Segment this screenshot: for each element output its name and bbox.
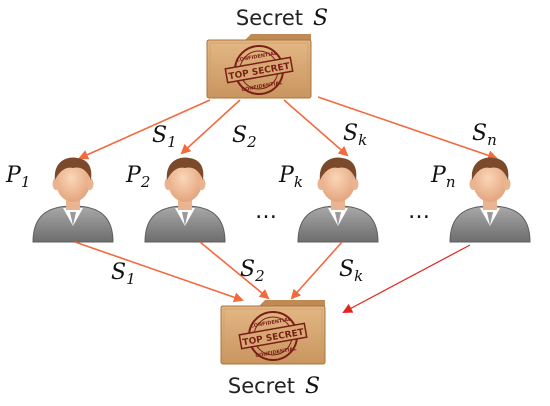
share-label-bottom-2: S2 — [240, 257, 265, 285]
arrow-to-pn — [317, 96, 498, 161]
share-label-bottom-k: Sk — [339, 257, 363, 285]
share-label-top-k: Sk — [343, 121, 367, 149]
share-label-top-1: S1 — [152, 123, 177, 151]
arrow-to-p1 — [78, 99, 211, 160]
reconstruction-arrows — [74, 241, 471, 313]
share-label-bottom-1: S1 — [111, 260, 136, 288]
party-label-n: Pn — [430, 163, 455, 191]
arrow-to-p2 — [180, 99, 241, 155]
reconstructed-secret-folder-icon: TOP SECRET CONFIDENTIAL CONFIDENTIAL — [220, 299, 326, 365]
arrow-from-p1 — [74, 241, 244, 303]
share-label-top-2: S2 — [232, 123, 257, 151]
party-label-2: P2 — [125, 163, 150, 191]
person-icon — [449, 157, 531, 243]
arrow-to-pk — [283, 99, 349, 157]
top-secret-label: Secret S — [236, 6, 328, 31]
arrow-from-p2 — [199, 241, 270, 300]
ellipsis-left: … — [255, 199, 277, 224]
person-icon — [144, 157, 226, 243]
party-label-1: P1 — [5, 163, 30, 191]
share-label-top-n: Sn — [472, 121, 497, 149]
person-icon — [32, 157, 114, 243]
distribution-arrows — [78, 96, 498, 161]
arrow-from-pn — [342, 244, 471, 313]
party-label-k: Pk — [278, 163, 303, 191]
bottom-secret-label: Secret S — [228, 374, 320, 399]
top-secret-folder-icon: TOP SECRET CONFIDENTIAL CONFIDENTIAL — [206, 33, 312, 99]
ellipsis-right: … — [408, 199, 430, 224]
person-icon — [297, 157, 379, 243]
arrow-from-pk — [290, 241, 343, 300]
